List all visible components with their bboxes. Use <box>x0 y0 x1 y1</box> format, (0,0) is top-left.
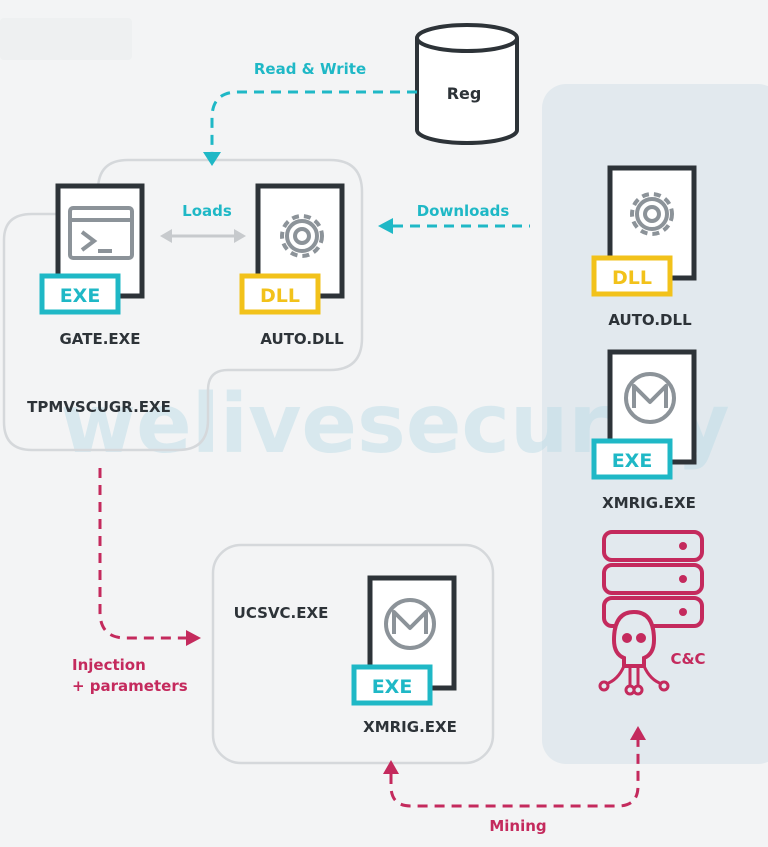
server-skull-icon <box>598 530 704 696</box>
read-write-label: Read & Write <box>254 60 366 78</box>
dll-badge-local: DLL <box>260 285 300 307</box>
xmrig-local-label: XMRIG.EXE <box>363 718 457 736</box>
loads-arrowhead-left <box>160 229 172 243</box>
mining-arrowhead-right <box>630 726 646 740</box>
auto-dll-local-file: DLL <box>239 183 345 315</box>
gear-icon <box>280 214 324 258</box>
auto-dll-remote-label: AUTO.DLL <box>608 311 692 329</box>
mining-label: Mining <box>489 817 546 835</box>
monero-icon <box>384 598 436 650</box>
xmrig-local-file: EXE <box>351 575 457 706</box>
mining-arrowhead-left <box>383 760 399 774</box>
exe-badge-remote: EXE <box>612 450 653 472</box>
tpmvscugr-label: TPMVSCUGR.EXE <box>27 398 171 416</box>
xmrig-remote-label: XMRIG.EXE <box>602 494 696 512</box>
read-write-arrow <box>210 90 417 152</box>
injection-label-line1: Injection <box>72 656 146 674</box>
exe-badge-gate: EXE <box>60 285 101 307</box>
terminal-window-icon <box>68 206 134 260</box>
loads-arrowhead-right <box>234 229 246 243</box>
xmrig-remote-file: EXE <box>591 349 697 480</box>
ucsvc-label: UCSVC.EXE <box>234 604 329 622</box>
loads-label: Loads <box>182 202 232 220</box>
gate-exe-file: EXE <box>39 183 145 315</box>
database-icon <box>415 23 519 145</box>
dll-badge-remote: DLL <box>612 267 652 289</box>
reg-label: Reg <box>447 84 482 103</box>
gate-exe-label: GATE.EXE <box>60 330 141 348</box>
monero-icon <box>624 372 676 424</box>
injection-label-line2: + parameters <box>72 677 188 695</box>
tpmvscugr-process-outline <box>2 158 364 452</box>
downloads-arrowhead <box>378 218 393 234</box>
injection-arrowhead <box>186 630 201 646</box>
downloads-label: Downloads <box>417 202 510 220</box>
auto-dll-remote-file: DLL <box>591 165 697 297</box>
auto-dll-local-label: AUTO.DLL <box>260 330 344 348</box>
mining-arrow <box>389 740 640 808</box>
exe-badge-local: EXE <box>372 676 413 698</box>
read-write-arrowhead <box>203 152 221 166</box>
cnc-label: C&C <box>670 650 705 668</box>
gear-icon <box>630 192 674 236</box>
top-left-tab <box>0 18 132 60</box>
injection-arrow <box>98 468 186 640</box>
